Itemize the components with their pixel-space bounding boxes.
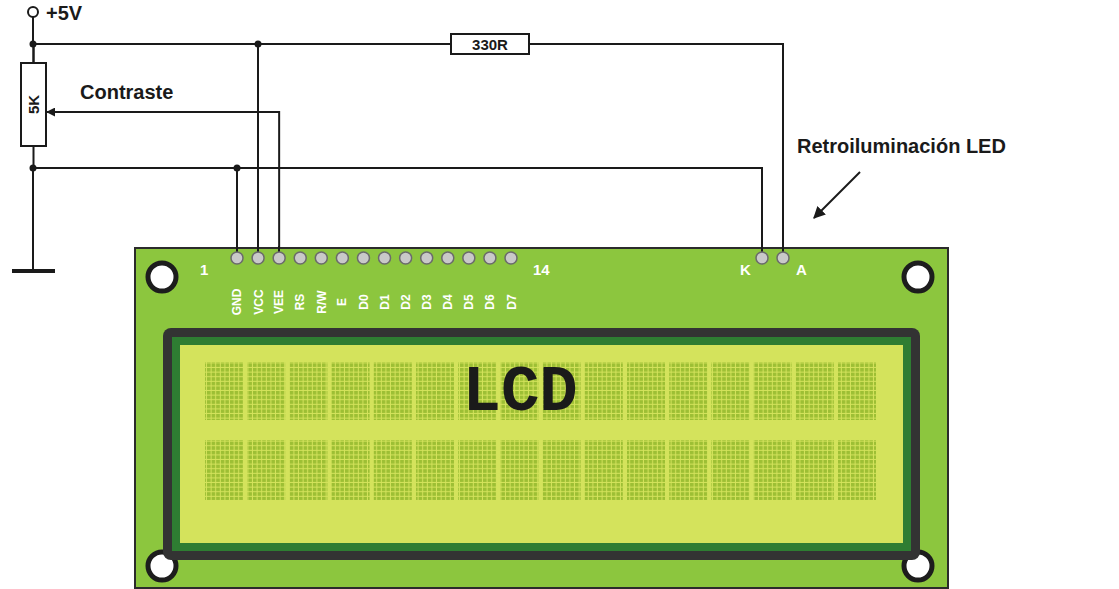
header-pin [442, 252, 454, 264]
character-cell [669, 362, 707, 420]
callout-label: Retroiluminación LED [797, 136, 1006, 156]
wire-connector [530, 44, 783, 248]
header-pin [421, 252, 433, 264]
character-cell [374, 362, 412, 420]
character-cell [289, 440, 327, 500]
component-value: 330R [472, 37, 508, 52]
header-pin [777, 252, 789, 264]
character-cell [205, 440, 243, 500]
character-cell [332, 440, 370, 500]
header-pin [484, 252, 496, 264]
pin-number: 14 [533, 262, 550, 277]
pin-name: A [796, 262, 807, 277]
header-pin [336, 252, 348, 264]
leader-arrow [814, 172, 860, 218]
display-bezel [163, 328, 920, 560]
character-cell [416, 440, 454, 500]
potentiometer-symbol: 5K [20, 62, 47, 147]
character-cell [838, 440, 876, 500]
character-cell [627, 362, 665, 420]
pin-name: D3 [421, 294, 433, 309]
supply-wire [32, 17, 34, 44]
pin-name: VCC [252, 289, 264, 314]
pin-name: RS [294, 294, 306, 311]
character-cell [711, 362, 749, 420]
mount-hole [904, 263, 932, 291]
header-pin [400, 252, 412, 264]
pin-name: D2 [400, 294, 412, 309]
backlight-cathode-wire [237, 168, 762, 248]
pin-name: D5 [463, 294, 475, 309]
pin-name: GND [231, 289, 243, 316]
character-cell [669, 440, 707, 500]
display-frame [172, 337, 911, 551]
header-pin [273, 252, 285, 264]
header-pin [294, 252, 306, 264]
character-cell [585, 362, 623, 420]
pin-name: D4 [442, 294, 454, 309]
character-cell [838, 362, 876, 420]
character-cell [289, 362, 327, 420]
mount-hole [148, 263, 176, 291]
header-pin [252, 252, 264, 264]
wire-connector [34, 44, 259, 248]
display-text: LCD [463, 361, 578, 425]
lcd-board [135, 246, 948, 588]
header-pin [231, 252, 243, 264]
character-cell [247, 362, 285, 420]
header-pin [756, 252, 768, 264]
pin-name: K [740, 262, 751, 277]
character-cells [205, 362, 876, 500]
display-glass [180, 345, 903, 543]
pin-name: D0 [358, 294, 370, 309]
character-cell [458, 440, 496, 500]
pin-name: R/W [315, 290, 327, 313]
supply-label: +5V [46, 3, 82, 23]
pin-number: 1 [200, 262, 208, 277]
resistor-symbol: 330R [450, 33, 530, 55]
character-cell [627, 440, 665, 500]
character-cell [205, 362, 243, 420]
header-pin [505, 252, 517, 264]
pcb [135, 248, 948, 588]
character-cell [754, 362, 792, 420]
header-pin [315, 252, 327, 264]
ground-symbol [12, 269, 55, 273]
wire-connector [34, 147, 238, 248]
character-cell [416, 362, 454, 420]
character-cell [711, 440, 749, 500]
pin-name: D1 [379, 294, 391, 309]
character-cell [796, 440, 834, 500]
wires [33, 17, 860, 270]
pin-name: E [336, 298, 348, 306]
header-pin [463, 252, 475, 264]
component-value: 5K [26, 95, 41, 114]
wire-connector [34, 44, 451, 62]
character-cell [247, 440, 285, 500]
pin-name: D7 [505, 294, 517, 309]
edge-label: Contraste [78, 82, 175, 102]
supply-terminal [28, 7, 38, 17]
ground-wire [32, 168, 34, 270]
wire-connector [47, 112, 279, 248]
pin-name: VEE [273, 290, 285, 314]
character-cell [500, 440, 538, 500]
character-cell [585, 440, 623, 500]
header-pins [231, 252, 789, 264]
pin-name: D6 [484, 294, 496, 309]
character-cell [754, 440, 792, 500]
junctions [30, 41, 262, 172]
character-cell [543, 440, 581, 500]
character-cell [332, 362, 370, 420]
connectors [34, 44, 784, 248]
character-cell [796, 362, 834, 420]
character-cell [374, 440, 412, 500]
header-pin [357, 252, 369, 264]
header-pin [379, 252, 391, 264]
